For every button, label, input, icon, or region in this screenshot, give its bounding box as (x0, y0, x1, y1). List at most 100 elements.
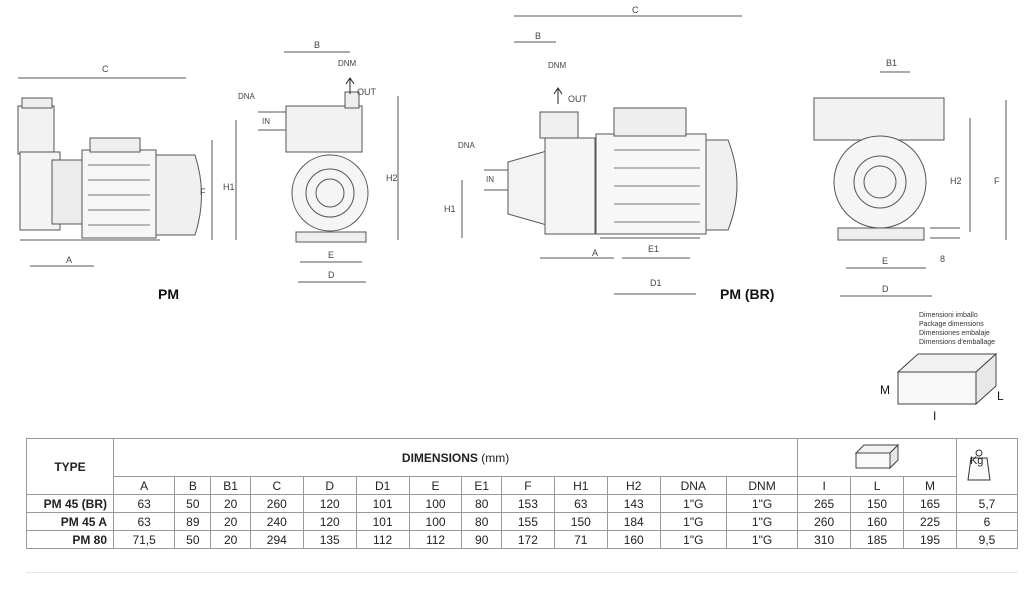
pm-out-label: OUT (357, 87, 377, 97)
caption-pm: PM (158, 286, 179, 302)
value-cell: 5,7 (956, 494, 1018, 513)
type-cell: PM 45 A (26, 512, 114, 531)
value-cell: 195 (903, 530, 957, 549)
pm-dim-e-label: E (328, 250, 334, 260)
pm-dim-h1-label: H1 (223, 182, 235, 192)
column-header: C (249, 476, 304, 495)
column-header: E1 (461, 476, 502, 495)
dimensions-title: DIMENSIONS (401, 450, 478, 465)
value-cell: 225 (903, 512, 957, 531)
value-cell: 1"G (659, 530, 727, 549)
value-cell: 240 (249, 512, 304, 531)
value-cell: 185 (850, 530, 904, 549)
package-caption-line: Dimensions d'emballage (919, 339, 996, 346)
pm-dnm-label: DNM (338, 59, 357, 68)
br-dim-b1-label: B1 (886, 58, 897, 68)
br-dim-a-label: A (592, 248, 598, 258)
value-cell: 120 (302, 494, 357, 513)
value-cell: 50 (174, 494, 212, 513)
pm-dim-a-label: A (66, 255, 72, 265)
package-caption-line: Package dimensions (919, 321, 984, 328)
value-cell: 143 (606, 494, 661, 513)
column-header: H2 (606, 476, 661, 495)
br-dnm-label: DNM (548, 61, 567, 70)
value-cell: 135 (302, 530, 357, 549)
value-cell: 112 (408, 530, 463, 549)
value-cell: 120 (302, 512, 357, 531)
technical-drawings: C A F B DNM OUT DNA IN H1 H2 E D (17, 5, 1007, 406)
package-caption-line: Dimensioni imballo (919, 312, 978, 319)
value-cell: 63 (112, 494, 176, 513)
value-cell: 50 (174, 530, 212, 549)
br-dim-e1-label: E1 (648, 244, 659, 254)
type-header: TYPE (26, 438, 114, 495)
pm-in-label: IN (262, 117, 270, 126)
value-cell: 80 (461, 494, 502, 513)
value-cell: 310 (797, 530, 852, 549)
pm-dim-d-label: D (328, 270, 335, 280)
pm-dim-b-label: B (314, 40, 320, 50)
value-cell: 1"G (659, 494, 727, 513)
dimensions-header: DIMENSIONS (mm) (112, 438, 799, 477)
pm-dna-label: DNA (238, 92, 256, 101)
weight-header: Kg (956, 438, 1018, 495)
br-front-view: B1 H2 F E D 8 (813, 58, 1007, 297)
value-cell: 172 (500, 530, 555, 549)
column-header: A (112, 476, 176, 495)
value-cell: 6 (956, 512, 1018, 531)
column-header: E (408, 476, 463, 495)
value-cell: 1"G (725, 530, 799, 549)
br-dim-h2-label: H2 (950, 176, 962, 186)
pm-dim-h2-label: H2 (386, 173, 398, 183)
value-cell: 20 (210, 494, 251, 513)
type-cell: PM 45 (BR) (26, 494, 114, 513)
dimensions-unit: (mm) (481, 450, 510, 465)
value-cell: 155 (500, 512, 555, 531)
br-dim-e-label: E (882, 256, 888, 266)
pm-front-view: B DNM OUT DNA IN H1 H2 E D (223, 40, 399, 283)
package-m-label: M (880, 383, 890, 397)
br-dim-d1-label: D1 (650, 278, 662, 288)
weight-label: Kg (969, 455, 984, 467)
column-header: M (903, 476, 957, 495)
br-dim-f-label: F (994, 176, 1000, 186)
br-dim-d-label: D (882, 284, 889, 294)
value-cell: 63 (553, 494, 608, 513)
column-header: H1 (553, 476, 608, 495)
type-cell: PM 80 (26, 530, 114, 549)
value-cell: 71,5 (112, 530, 176, 549)
br-in-label: IN (486, 175, 494, 184)
value-cell: 165 (903, 494, 957, 513)
value-cell: 89 (174, 512, 212, 531)
value-cell: 160 (606, 530, 661, 549)
value-cell: 1"G (659, 512, 727, 531)
br-dim-8-label: 8 (940, 254, 945, 264)
value-cell: 20 (210, 512, 251, 531)
value-cell: 101 (355, 512, 410, 531)
column-header: F (500, 476, 555, 495)
value-cell: 184 (606, 512, 661, 531)
package-header (797, 438, 957, 477)
value-cell: 153 (500, 494, 555, 513)
value-cell: 1"G (725, 512, 799, 531)
value-cell: 90 (461, 530, 502, 549)
br-dim-b-label: B (535, 31, 541, 41)
pm-side-view: C A F (17, 64, 213, 267)
value-cell: 63 (112, 512, 176, 531)
column-header: DNA (659, 476, 727, 495)
package-i-label: I (933, 409, 937, 423)
package-caption-line: Dimensiones embalaje (919, 330, 990, 337)
value-cell: 160 (850, 512, 904, 531)
weight-icon (967, 449, 991, 481)
value-cell: 20 (210, 530, 251, 549)
value-cell: 260 (249, 494, 304, 513)
value-cell: 9,5 (956, 530, 1018, 549)
value-cell: 150 (553, 512, 608, 531)
br-side-view: C B DNM OUT DNA IN H1 A E1 D1 (444, 5, 742, 295)
